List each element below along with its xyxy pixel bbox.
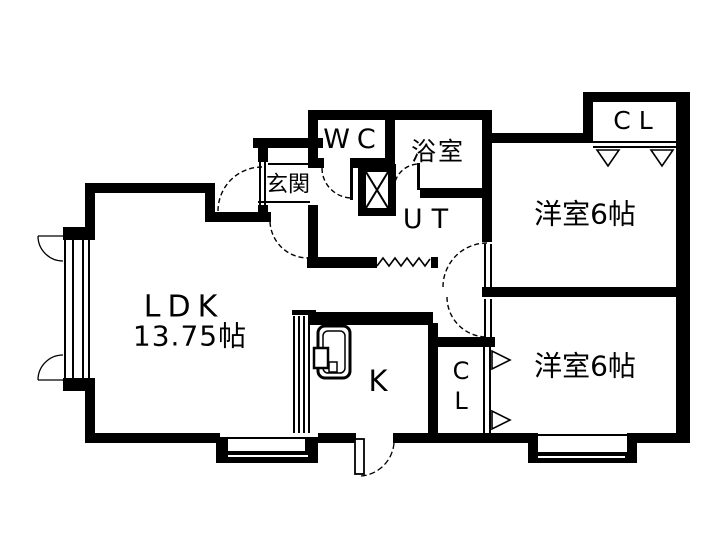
room-label-entrance: 玄関 bbox=[265, 172, 311, 198]
room-label-kitchen: K bbox=[368, 363, 388, 398]
room-label-utility: UT bbox=[402, 203, 458, 235]
window-swing-arcs bbox=[37, 235, 64, 381]
kitchen-sink-icon bbox=[312, 324, 352, 380]
room-label-wc: WC bbox=[323, 123, 383, 155]
shaft-x-icon bbox=[358, 164, 396, 216]
windows-and-thin-lines bbox=[64, 141, 678, 458]
room-label-bedroom-top: 洋室6帖 bbox=[534, 197, 636, 231]
closet-door-triangles bbox=[491, 149, 675, 431]
door-swing-arcs bbox=[217, 163, 488, 338]
room-label-bedroom-bottom: 洋室6帖 bbox=[534, 349, 636, 383]
room-label-closet-bottom: CL bbox=[452, 357, 470, 415]
back-door bbox=[354, 438, 395, 477]
room-label-ldk-size: 13.75帖 bbox=[132, 319, 248, 353]
room-label-ldk: LDK bbox=[143, 289, 225, 325]
accordion-partition bbox=[376, 256, 431, 268]
room-label-closet-top: CL bbox=[613, 105, 661, 135]
room-label-bath: 浴室 bbox=[410, 136, 466, 166]
